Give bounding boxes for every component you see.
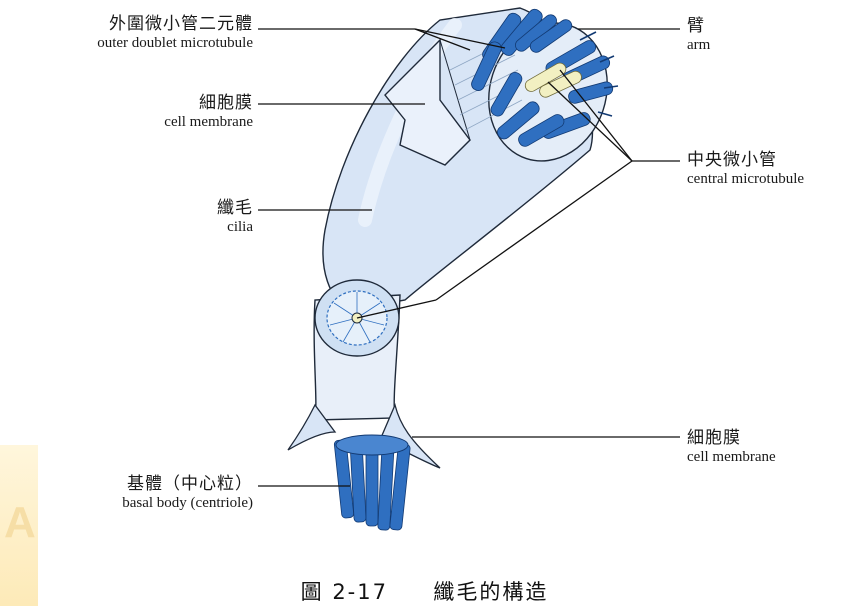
label-central-microtubule: 中央微小管 central microtubule: [687, 150, 805, 188]
lower-membrane-left: [287, 403, 337, 451]
dynein-arms: [579, 31, 619, 117]
basal-body-en: basal body (centriole): [122, 494, 253, 511]
outer-doublet-en: outer doublet microtubule: [97, 34, 253, 51]
cilia-zh: 纖毛: [217, 198, 253, 218]
label-outer-doublet: 外圍微小管二元體 outer doublet microtubule: [97, 14, 253, 52]
figure-title: 纖毛的構造: [433, 580, 549, 604]
membrane-flap: [384, 38, 471, 166]
central-microtubule-zh: 中央微小管: [687, 150, 777, 170]
figure-caption: 圖 2-17 纖毛的構造: [0, 576, 849, 606]
outer-doublet-bundles: [471, 8, 614, 147]
cell-membrane-top-en: cell membrane: [164, 113, 253, 130]
figure-number: 圖 2-17: [300, 580, 388, 604]
central-microtubule-en: central microtubule: [687, 170, 805, 187]
watermark-letter: A: [4, 498, 36, 547]
outer-doublet-zh: 外圍微小管二元體: [109, 14, 253, 34]
label-arm: 臂 arm: [687, 16, 711, 54]
cell-membrane-bottom-en: cell membrane: [687, 448, 776, 465]
label-basal-body: 基體（中心粒） basal body (centriole): [122, 474, 253, 512]
cell-membrane-bottom-zh: 細胞膜: [687, 428, 741, 448]
arm-zh: 臂: [687, 16, 705, 36]
label-cell-membrane-bottom: 細胞膜 cell membrane: [687, 428, 776, 466]
watermark-strip: A: [0, 445, 38, 606]
basal-body-zh: 基體（中心粒）: [127, 474, 253, 494]
cilia-en: cilia: [227, 218, 253, 235]
label-cilia: 纖毛 cilia: [217, 198, 253, 236]
cell-membrane-top-zh: 細胞膜: [199, 93, 253, 113]
arm-en: arm: [687, 36, 711, 53]
basal-body: [333, 437, 411, 531]
label-cell-membrane-top: 細胞膜 cell membrane: [164, 93, 253, 131]
